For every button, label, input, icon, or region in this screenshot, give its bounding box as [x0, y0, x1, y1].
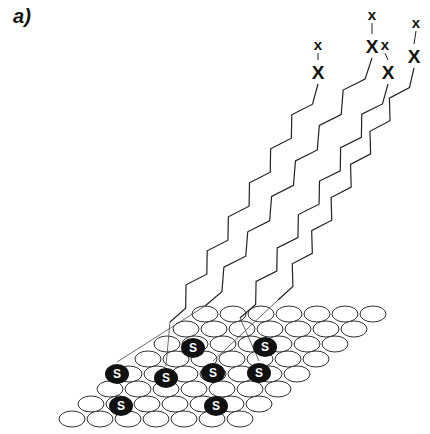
atom-symbol: S	[261, 341, 269, 353]
terminal-group: X	[382, 63, 395, 82]
gold-atom	[87, 411, 113, 427]
terminal-group-small: x	[381, 37, 389, 52]
gold-atom	[360, 306, 386, 322]
gold-atom	[246, 396, 272, 412]
terminal-bond	[318, 53, 319, 60]
atom-symbol: S	[113, 368, 121, 380]
gold-atom	[162, 396, 188, 412]
gold-atom	[341, 321, 367, 337]
gold-atom	[322, 336, 348, 352]
alkyl-chain	[240, 84, 388, 318]
gold-atom	[284, 366, 310, 382]
gold-atom	[227, 411, 253, 427]
atom-symbol: S	[189, 342, 197, 354]
gold-atom	[143, 411, 169, 427]
atom-symbol: S	[212, 400, 220, 412]
gold-atom	[265, 381, 291, 397]
alkyl-chain	[170, 84, 318, 322]
sulfur-atom: S	[105, 364, 129, 384]
atom-symbol: S	[209, 367, 217, 379]
gold-atom	[257, 321, 283, 337]
anchor-line	[117, 306, 205, 362]
gold-atom	[125, 381, 151, 397]
panel-label: a)	[13, 6, 31, 26]
gold-atom	[303, 351, 329, 367]
alkyl-chain	[278, 68, 414, 300]
gold-atom	[237, 381, 263, 397]
gold-atom	[209, 381, 235, 397]
gold-atom-grid	[59, 306, 386, 427]
gold-atom	[219, 351, 245, 367]
sulfur-atom: S	[201, 363, 225, 383]
terminal-group: X	[366, 37, 379, 56]
gold-atom	[135, 351, 161, 367]
sulfur-atom: S	[204, 396, 228, 416]
gold-atom	[294, 336, 320, 352]
terminal-group-small: x	[368, 7, 376, 22]
atom-symbol: S	[162, 372, 170, 384]
terminal-group: X	[312, 63, 325, 82]
gold-atom	[201, 321, 227, 337]
gold-atom	[275, 351, 301, 367]
sulfur-atom: S	[253, 337, 277, 357]
gold-atom	[276, 306, 302, 322]
terminal-bond	[414, 31, 416, 44]
gold-atom	[304, 306, 330, 322]
alkyl-chains	[117, 23, 416, 366]
terminal-group-small: x	[314, 37, 322, 52]
terminal-group-small: x	[412, 15, 420, 30]
terminal-bond	[385, 53, 388, 60]
gold-atom	[220, 306, 246, 322]
terminal-bond	[372, 23, 373, 34]
gold-atom	[332, 306, 358, 322]
sulfur-atom: S	[154, 368, 178, 388]
gold-atom	[285, 321, 311, 337]
atom-symbol: S	[117, 400, 125, 412]
gold-atom	[154, 336, 180, 352]
gold-atom	[181, 381, 207, 397]
gold-atom	[313, 321, 339, 337]
atom-symbol: S	[255, 367, 263, 379]
gold-atom	[134, 396, 160, 412]
sulfur-atom: S	[109, 396, 133, 416]
anchor-line	[213, 300, 278, 361]
terminal-group: X	[408, 47, 421, 66]
gold-atom	[210, 336, 236, 352]
gold-atom	[171, 411, 197, 427]
sulfur-atom: S	[181, 338, 205, 358]
gold-atom	[173, 321, 199, 337]
alkyl-chain	[205, 58, 372, 306]
sulfur-atom: S	[247, 363, 271, 383]
gold-atom	[192, 306, 218, 322]
gold-atom	[59, 411, 85, 427]
gold-atom	[78, 396, 104, 412]
